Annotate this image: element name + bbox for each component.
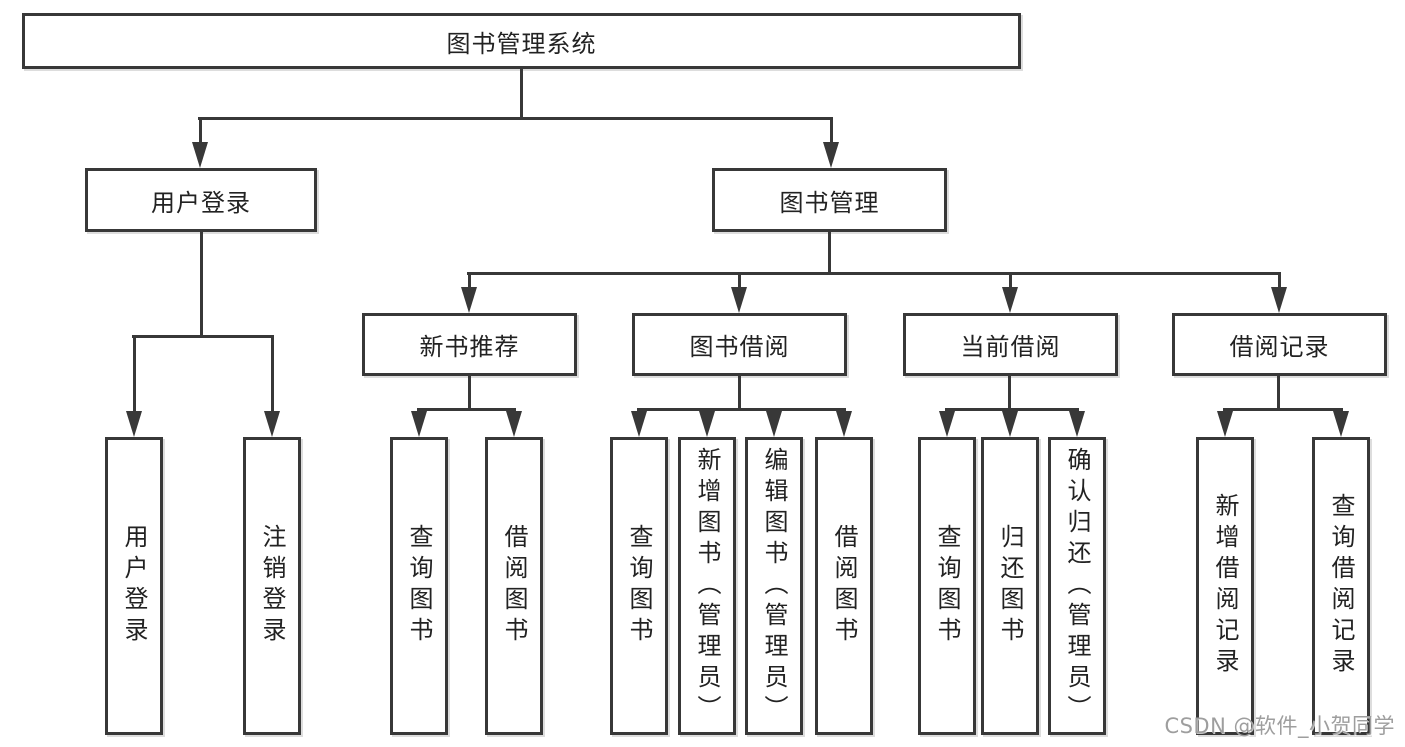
arrowhead-leaf-edit-book	[766, 411, 782, 437]
arrowhead-leaf-confirm-return	[1069, 411, 1085, 437]
leaf-logout-label: 注销登录	[258, 524, 286, 648]
leaf-query-book-under-borrowing-label: 查询图书	[625, 524, 653, 648]
connector-level3-split	[467, 272, 1281, 275]
connector-book-borrow-stem	[738, 376, 741, 408]
leaf-return-book: 归还图书	[981, 437, 1039, 735]
connector-level2-split	[198, 117, 833, 120]
leaf-query-borrow-record: 查询借阅记录	[1312, 437, 1370, 735]
arrowhead-leaf-query-book-3	[939, 411, 955, 437]
arrowhead-leaf-add-record	[1217, 411, 1233, 437]
leaf-borrow-book-under-borrowing-label: 借阅图书	[830, 524, 858, 648]
arrowhead-user-login	[192, 142, 208, 168]
leaf-query-book-under-borrowing: 查询图书	[610, 437, 668, 735]
node-book-management-label: 图书管理	[779, 188, 880, 217]
connector-current-borrow-split	[945, 408, 1079, 411]
leaf-edit-book-admin: 编辑图书（管理员）	[745, 437, 803, 735]
arrowhead-book-borrow	[731, 287, 747, 313]
connector-new-books-split	[417, 408, 516, 411]
leaf-add-borrow-record-label: 新增借阅记录	[1211, 493, 1239, 679]
leaf-logout: 注销登录	[243, 437, 301, 735]
leaf-add-book-admin: 新增图书（管理员）	[678, 437, 736, 735]
connector-drop-leaf-logout	[271, 335, 274, 411]
arrowhead-leaf-query-book-1	[411, 411, 427, 437]
leaf-borrow-book-under-recommend: 借阅图书	[485, 437, 543, 735]
node-root-library-system: 图书管理系统	[22, 13, 1021, 69]
connector-borrow-records-split	[1223, 408, 1343, 411]
node-borrow-records: 借阅记录	[1172, 313, 1387, 376]
leaf-confirm-return-admin-label: 确认归还（管理员）	[1063, 446, 1091, 726]
connector-drop-new-books	[468, 272, 471, 287]
arrowhead-leaf-login	[126, 411, 142, 437]
arrowhead-leaf-borrow-book-2	[836, 411, 852, 437]
node-book-borrowing-label: 图书借阅	[689, 333, 790, 361]
node-current-borrowing: 当前借阅	[903, 313, 1118, 376]
node-borrow-records-label: 借阅记录	[1229, 333, 1330, 361]
node-current-borrowing-label: 当前借阅	[960, 333, 1061, 361]
arrowhead-leaf-borrow-book-1	[506, 411, 522, 437]
connector-user-login-split	[132, 335, 274, 338]
node-new-book-recommend: 新书推荐	[362, 313, 577, 376]
leaf-user-login: 用户登录	[105, 437, 163, 735]
leaf-edit-book-admin-label: 编辑图书（管理员）	[760, 446, 788, 726]
connector-user-login-stem	[200, 232, 203, 335]
node-book-management: 图书管理	[712, 168, 947, 232]
connector-root-stem	[520, 69, 523, 117]
csdn-watermark: CSDN @软件_小贺同学	[1164, 714, 1395, 738]
connector-book-borrow-split	[637, 408, 846, 411]
leaf-borrow-book-under-borrowing: 借阅图书	[815, 437, 873, 735]
connector-drop-book-borrow	[738, 272, 741, 287]
arrowhead-leaf-return-book	[1002, 411, 1018, 437]
node-root-label: 图书管理系统	[446, 29, 597, 58]
connector-drop-leaf-login	[133, 335, 136, 411]
connector-drop-current-borrow	[1009, 272, 1012, 287]
arrowhead-borrow-records	[1271, 287, 1287, 313]
arrowhead-book-mgmt	[823, 142, 839, 168]
node-book-borrowing: 图书借阅	[632, 313, 847, 376]
leaf-confirm-return-admin: 确认归还（管理员）	[1048, 437, 1106, 735]
connector-drop-book-mgmt	[830, 117, 833, 144]
leaf-add-borrow-record: 新增借阅记录	[1196, 437, 1254, 735]
leaf-return-book-label: 归还图书	[996, 524, 1024, 648]
arrowhead-leaf-query-book-2	[631, 411, 647, 437]
arrowhead-leaf-add-book	[699, 411, 715, 437]
arrowhead-leaf-query-record	[1333, 411, 1349, 437]
connector-book-mgmt-stem	[828, 232, 831, 272]
leaf-query-book-under-current-label: 查询图书	[933, 524, 961, 648]
node-user-login-label: 用户登录	[151, 188, 251, 217]
leaf-query-borrow-record-label: 查询借阅记录	[1327, 493, 1355, 679]
connector-new-books-stem	[468, 376, 471, 408]
arrowhead-leaf-logout	[264, 411, 280, 437]
connector-drop-borrow-records	[1278, 272, 1281, 287]
leaf-user-login-label: 用户登录	[120, 524, 148, 648]
leaf-add-book-admin-label: 新增图书（管理员）	[693, 446, 721, 726]
leaf-borrow-book-under-recommend-label: 借阅图书	[500, 524, 528, 648]
leaf-query-book-under-recommend: 查询图书	[390, 437, 448, 735]
node-user-login: 用户登录	[85, 168, 317, 232]
leaf-query-book-under-current: 查询图书	[918, 437, 976, 735]
leaf-query-book-under-recommend-label: 查询图书	[405, 524, 433, 648]
connector-borrow-records-stem	[1277, 376, 1280, 408]
arrowhead-new-books	[461, 287, 477, 313]
arrowhead-current-borrow	[1002, 287, 1018, 313]
connector-current-borrow-stem	[1008, 376, 1011, 408]
node-new-book-recommend-label: 新书推荐	[419, 333, 520, 361]
connector-drop-user-login	[199, 117, 202, 144]
